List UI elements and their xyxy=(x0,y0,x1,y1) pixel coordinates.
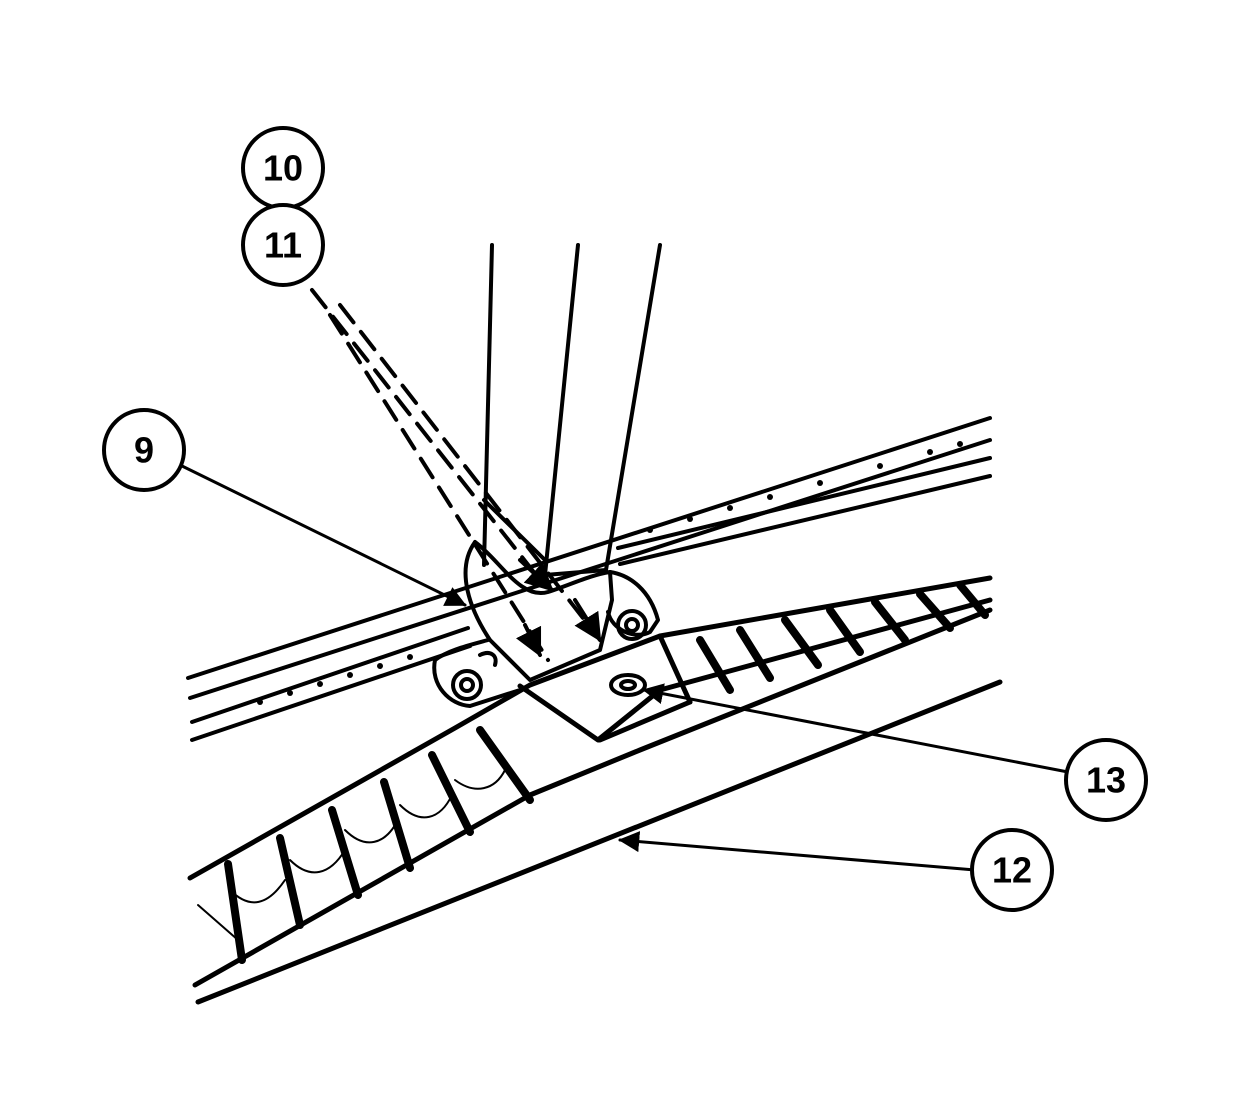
rail-tube xyxy=(186,416,992,742)
lower-beam xyxy=(187,575,1003,1005)
leader-line-9 xyxy=(178,463,467,607)
callout-10-label: 10 xyxy=(263,148,303,189)
callout-12: 12 xyxy=(970,828,1054,912)
leader-line-12 xyxy=(618,831,977,872)
callout-10: 10 xyxy=(241,126,325,210)
exploded-guide-lines xyxy=(310,288,602,662)
tread-slats xyxy=(224,581,989,964)
bolt-right xyxy=(616,609,648,641)
guide-arrowheads xyxy=(515,558,602,658)
tread-slat-shading xyxy=(197,769,506,941)
callout-11: 11 xyxy=(241,203,325,287)
callout-9: 9 xyxy=(102,408,186,492)
callout-11-label: 11 xyxy=(264,225,302,266)
callout-12-label: 12 xyxy=(992,850,1032,891)
rail-dots xyxy=(257,441,963,705)
beam-bolt-hole xyxy=(609,673,647,697)
callout-9-label: 9 xyxy=(134,430,154,471)
callout-13-label: 13 xyxy=(1086,760,1126,801)
bolt-left xyxy=(451,669,483,701)
callout-13: 13 xyxy=(1064,738,1148,822)
leader-line-13 xyxy=(642,683,1070,774)
